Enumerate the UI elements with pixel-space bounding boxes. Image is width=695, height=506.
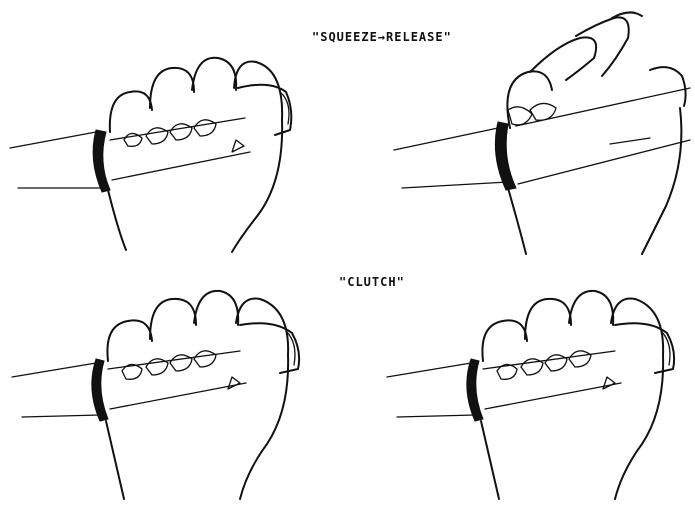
fist-clutching-handle-icon (375, 285, 695, 506)
fist-gripping-handle-icon (0, 40, 320, 255)
caption-squeeze-release: "SQUEEZE→RELEASE" (312, 30, 452, 44)
caption-clutch: "CLUTCH" (339, 275, 405, 289)
fist-clutching-handle-icon (0, 285, 320, 506)
open-hand-releasing-handle-icon (380, 10, 695, 255)
